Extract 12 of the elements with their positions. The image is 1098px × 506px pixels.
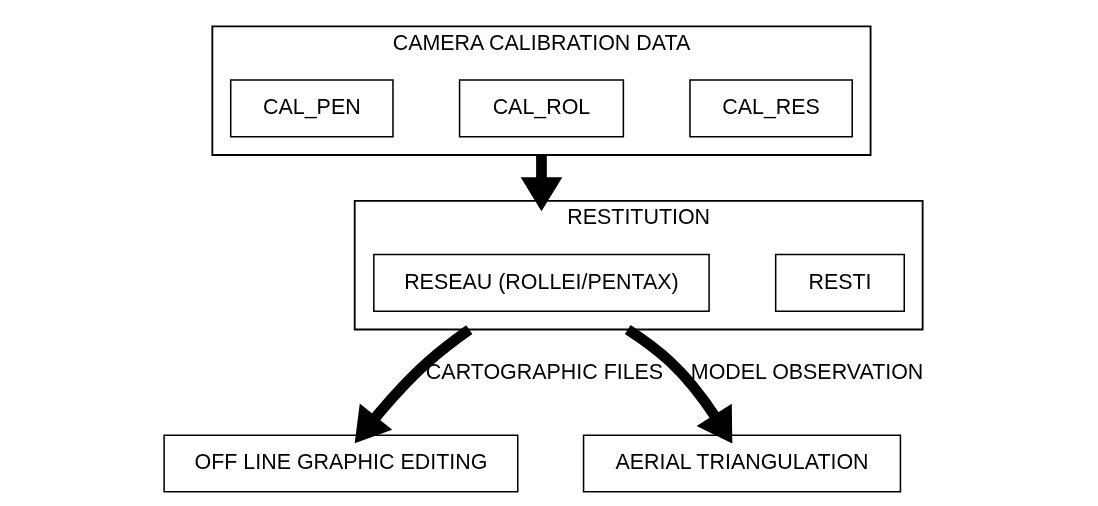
node-box: RESEAU (ROLLEI/PENTAX) (372, 253, 710, 312)
edge-label: CARTOGRAPHIC FILES (425, 359, 663, 384)
node-box: CAL_PEN (229, 79, 394, 138)
arrow (624, 325, 732, 444)
node-box: CAL_RES (688, 79, 853, 138)
node-box: AERIAL TRIANGULATION (582, 434, 901, 493)
node-box: OFF LINE GRAPHIC EDITING (162, 434, 518, 493)
edge-label: MODEL OBSERVATION (690, 359, 923, 384)
node-box: RESTI (774, 253, 905, 312)
arrow (520, 155, 562, 212)
node-box: CAL_ROL (458, 79, 624, 138)
arrow (354, 325, 472, 444)
